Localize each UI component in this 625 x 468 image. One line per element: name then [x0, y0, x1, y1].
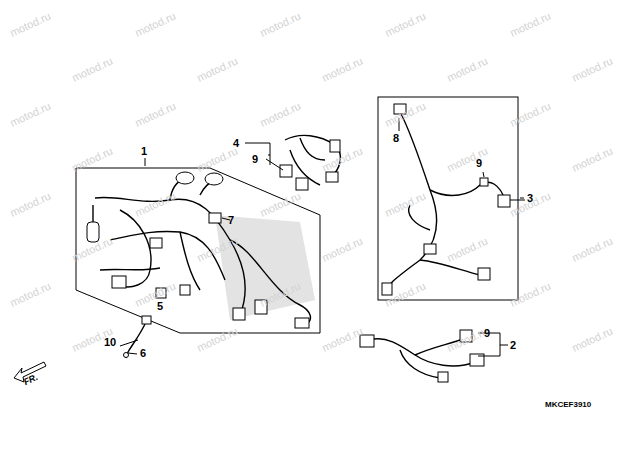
- watermark: motod.ru: [445, 325, 489, 354]
- watermark: motod.ru: [508, 280, 552, 309]
- watermark: motod.ru: [70, 55, 114, 84]
- watermark: motod.ru: [133, 190, 177, 219]
- watermark: motod.ru: [445, 145, 489, 174]
- watermark: motod.ru: [383, 10, 427, 39]
- watermark: motod.ru: [508, 10, 552, 39]
- callout-number: 1: [141, 145, 147, 157]
- watermark: motod.ru: [570, 145, 614, 174]
- watermark: motod.ru: [320, 145, 364, 174]
- callout-number: 3: [527, 192, 533, 204]
- callout-number: 2: [510, 339, 516, 351]
- callout-number: 6: [140, 347, 146, 359]
- callout-number: 8: [393, 132, 399, 144]
- watermark: motod.ru: [258, 100, 302, 129]
- watermark: motod.ru: [8, 280, 52, 309]
- watermark: motod.ru: [195, 55, 239, 84]
- watermark: motod.ru: [70, 145, 114, 174]
- watermark: motod.ru: [8, 190, 52, 219]
- watermark: motod.ru: [320, 325, 364, 354]
- callout-number: 9: [484, 327, 490, 339]
- watermark: motod.ru: [508, 100, 552, 129]
- watermark: motod.ru: [445, 235, 489, 264]
- callout-number: 10: [104, 336, 116, 348]
- callout-number: 7: [228, 214, 234, 226]
- watermark: motod.ru: [195, 145, 239, 174]
- watermark: motod.ru: [133, 10, 177, 39]
- watermark: motod.ru: [195, 325, 239, 354]
- watermark: motod.ru: [8, 10, 52, 39]
- callout-number: 4: [233, 137, 239, 149]
- watermark: motod.ru: [383, 190, 427, 219]
- watermark: motod.ru: [8, 100, 52, 129]
- callout-number: 9: [476, 157, 482, 169]
- watermark: motod.ru: [570, 55, 614, 84]
- drawing-code: MKCEF3910: [545, 400, 591, 409]
- watermark: motod.ru: [320, 55, 364, 84]
- callout-number: 9: [252, 153, 258, 165]
- callout-number: 5: [157, 300, 163, 312]
- watermark: motod.ru: [570, 235, 614, 264]
- watermark: motod.ru: [445, 55, 489, 84]
- watermark: motod.ru: [570, 325, 614, 354]
- watermark: motod.ru: [258, 10, 302, 39]
- watermark: motod.ru: [320, 235, 364, 264]
- watermark: motod.ru: [133, 100, 177, 129]
